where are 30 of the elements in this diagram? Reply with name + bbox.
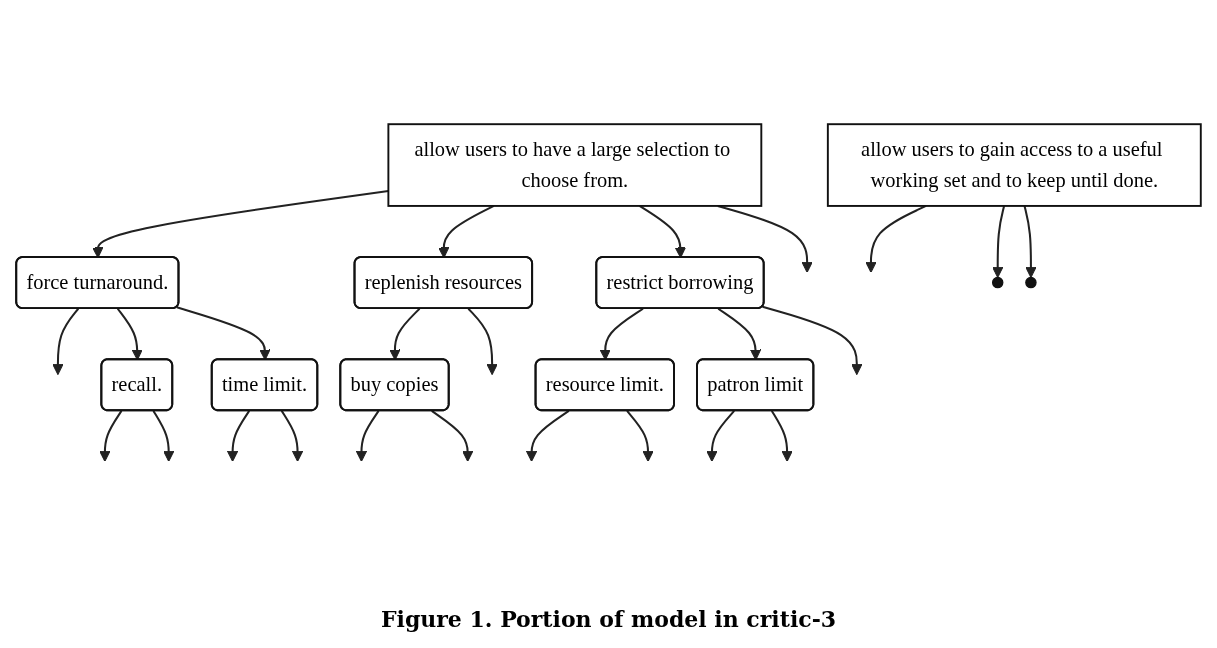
arrow — [52, 308, 80, 376]
arrow — [280, 410, 304, 462]
arrow — [226, 410, 251, 462]
arrow — [176, 306, 271, 361]
arrow — [639, 205, 686, 259]
figure-caption: Figure 1. Portion of model in critic-3 — [380, 606, 837, 632]
arrow — [389, 308, 421, 361]
node-box: allow users to gain access to a useful working set and to keep until done. — [826, 123, 1202, 207]
arrow — [717, 204, 813, 273]
node-circle — [991, 276, 1004, 289]
arrow — [116, 308, 143, 361]
arrow — [355, 410, 380, 462]
node-box: allow users to have a large selection to choose from. — [387, 123, 763, 207]
arrow — [599, 307, 644, 361]
arrow — [626, 410, 654, 462]
arrow — [762, 305, 863, 376]
arrow — [706, 410, 735, 462]
arrow — [99, 410, 123, 462]
arrow — [1023, 205, 1037, 278]
arrow — [467, 308, 498, 376]
arrow — [431, 410, 474, 462]
arrow — [865, 205, 927, 273]
arrow — [438, 205, 495, 259]
node-circle — [1025, 276, 1037, 289]
arrow — [770, 410, 793, 462]
arrow — [92, 190, 389, 259]
arrow — [152, 410, 175, 462]
arrow — [717, 307, 762, 361]
arrow — [992, 205, 1006, 278]
arrow — [525, 410, 570, 462]
